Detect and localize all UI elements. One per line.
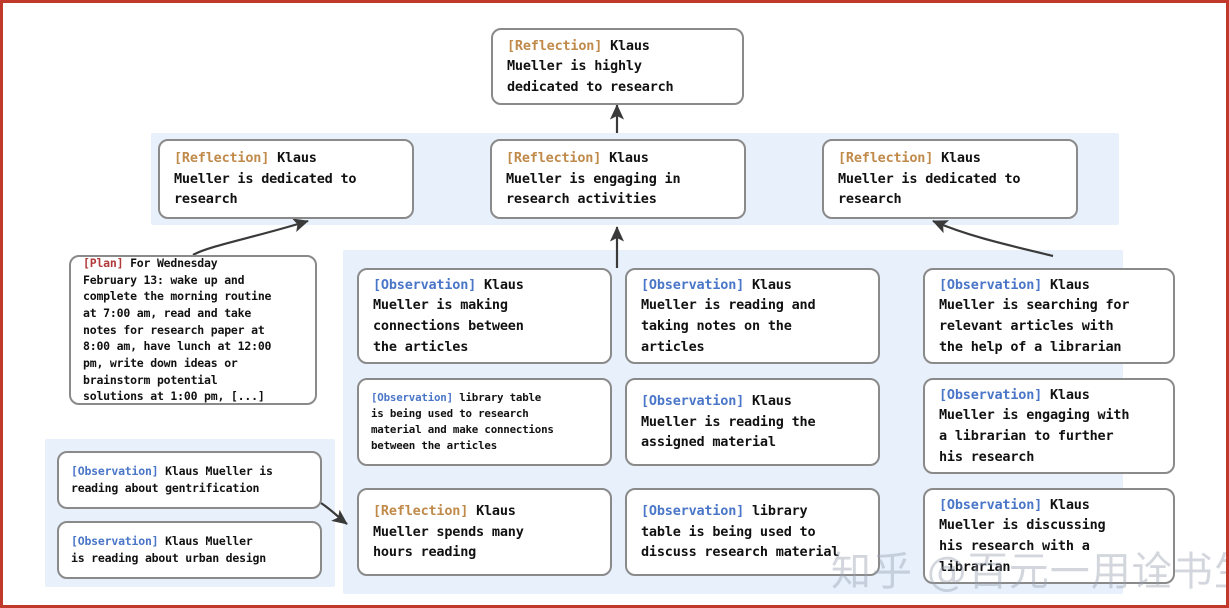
observation-tag: [Observation] (71, 464, 159, 479)
watermark: 知乎 @百元一用诠书生 (831, 549, 1229, 595)
evidence-c2-r2-text: [Observation] Klaus Mueller is reading t… (641, 391, 866, 453)
evidence-c1-r1-text: [Observation] Klaus Mueller is making co… (373, 275, 598, 357)
evidence-c2-r1-text: [Observation] Klaus Mueller is reading a… (641, 275, 866, 357)
evidence-node-c2-r2[interactable]: [Observation] Klaus Mueller is reading t… (625, 378, 880, 466)
reflection-3-text: [Reflection] Klaus Mueller is dedicated … (838, 148, 1064, 210)
observation-tag: [Observation] (939, 496, 1043, 513)
reflection-1-body: Klaus Mueller is dedicated to research (174, 150, 357, 208)
reflection-node-3[interactable]: [Reflection] Klaus Mueller is dedicated … (822, 139, 1078, 219)
observation-tag: [Observation] (71, 534, 159, 549)
reflection-2-body: Klaus Mueller is engaging in research ac… (506, 150, 681, 208)
root-reflection-body: Klaus Mueller is highly dedicated to res… (507, 37, 674, 95)
left-observation-1-body: Klaus Mueller is reading about gentrific… (71, 464, 273, 495)
evidence-c2-r2-body: Klaus Mueller is reading the assigned ma… (641, 393, 816, 451)
root-reflection-node[interactable]: [Reflection] Klaus Mueller is highly ded… (491, 28, 744, 105)
left-observation-node-2[interactable]: [Observation] Klaus Mueller is reading a… (57, 521, 322, 579)
observation-tag: [Observation] (641, 393, 745, 410)
evidence-node-c2-r3[interactable]: [Observation] library table is being use… (625, 488, 880, 576)
reflection-tag: [Reflection] (373, 503, 469, 520)
plan-text: [Plan] For Wednesday February 13: wake u… (83, 255, 305, 405)
evidence-node-c3-r1[interactable]: [Observation] Klaus Mueller is searching… (923, 268, 1175, 364)
evidence-c3-r3-body: Klaus Mueller is discussing his research… (939, 496, 1106, 575)
evidence-c1-r3-body: Klaus Mueller spends many hours reading (373, 503, 524, 561)
evidence-node-c3-r3[interactable]: [Observation] Klaus Mueller is discussin… (923, 488, 1175, 584)
left-observation-1-text: [Observation] Klaus Mueller is reading a… (71, 463, 310, 496)
reflection-3-body: Klaus Mueller is dedicated to research (838, 150, 1021, 208)
evidence-c3-r2-body: Klaus Mueller is engaging with a librari… (939, 386, 1130, 465)
plan-tag: [Plan] (83, 255, 124, 270)
evidence-node-c1-r3[interactable]: [Reflection] Klaus Mueller spends many h… (357, 488, 612, 576)
observation-tag: [Observation] (939, 386, 1043, 403)
reflection-tag: [Reflection] (174, 150, 270, 167)
root-reflection-text: [Reflection] Klaus Mueller is highly ded… (507, 36, 730, 98)
reflection-tag: [Reflection] (506, 150, 602, 167)
evidence-node-c1-r1[interactable]: [Observation] Klaus Mueller is making co… (357, 268, 612, 364)
evidence-c2-r3-text: [Observation] library table is being use… (641, 501, 866, 563)
reflection-1-text: [Reflection] Klaus Mueller is dedicated … (174, 148, 400, 210)
reflection-node-2[interactable]: [Reflection] Klaus Mueller is engaging i… (490, 139, 746, 219)
plan-node[interactable]: [Plan] For Wednesday February 13: wake u… (69, 255, 317, 405)
reflection-tag: [Reflection] (838, 150, 934, 167)
evidence-c3-r1-text: [Observation] Klaus Mueller is searching… (939, 275, 1161, 357)
evidence-c1-r2-body: library table is being used to research … (371, 390, 554, 453)
reflection-node-1[interactable]: [Reflection] Klaus Mueller is dedicated … (158, 139, 414, 219)
observation-tag: [Observation] (939, 276, 1043, 293)
observation-tag: [Observation] (371, 390, 453, 404)
evidence-node-c1-r2[interactable]: [Observation] library table is being use… (357, 378, 612, 466)
observation-tag: [Observation] (373, 276, 477, 293)
evidence-c3-r1-body: Klaus Mueller is searching for relevant … (939, 276, 1130, 355)
evidence-c2-r1-body: Klaus Mueller is reading and taking note… (641, 276, 816, 355)
plan-body: For Wednesday February 13: wake up and c… (83, 255, 272, 404)
observation-tag: [Observation] (641, 276, 745, 293)
left-observation-2-body: Klaus Mueller is reading about urban des… (71, 534, 266, 565)
reflection-tag: [Reflection] (507, 37, 603, 54)
observation-tag: [Observation] (641, 503, 745, 520)
reflection-2-text: [Reflection] Klaus Mueller is engaging i… (506, 148, 732, 210)
left-observation-node-1[interactable]: [Observation] Klaus Mueller is reading a… (57, 451, 322, 509)
left-observation-2-text: [Observation] Klaus Mueller is reading a… (71, 533, 310, 566)
evidence-c3-r2-text: [Observation] Klaus Mueller is engaging … (939, 385, 1161, 467)
evidence-c1-r3-text: [Reflection] Klaus Mueller spends many h… (373, 501, 598, 563)
evidence-c2-r3-body: library table is being used to discuss r… (641, 503, 840, 561)
evidence-node-c3-r2[interactable]: [Observation] Klaus Mueller is engaging … (923, 378, 1175, 474)
evidence-node-c2-r1[interactable]: [Observation] Klaus Mueller is reading a… (625, 268, 880, 364)
evidence-c1-r2-text: [Observation] library table is being use… (371, 390, 600, 455)
evidence-c1-r1-body: Klaus Mueller is making connections betw… (373, 276, 524, 355)
evidence-c3-r3-text: [Observation] Klaus Mueller is discussin… (939, 495, 1161, 577)
